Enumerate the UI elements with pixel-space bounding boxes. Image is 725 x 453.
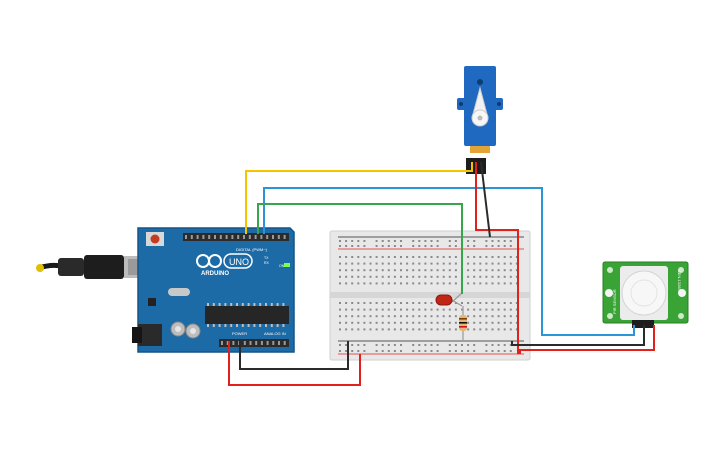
logo-text: ARDUINO — [201, 271, 229, 277]
pir-sensor: PIR SENSOR SEN-13285 — [602, 261, 689, 328]
wire-servo-power — [475, 162, 519, 354]
digital-header — [183, 233, 289, 241]
pir-right-label: SEN-13285 — [677, 270, 682, 291]
pir-lens — [621, 270, 667, 316]
power-analog-header — [219, 339, 289, 347]
pir-header — [632, 320, 654, 328]
wire-servo-signal — [245, 162, 473, 234]
on-label: ON — [279, 264, 285, 268]
regulator — [148, 298, 156, 306]
atmega-chip — [205, 306, 289, 324]
wire-led — [257, 203, 463, 294]
power-label: POWER — [232, 331, 247, 336]
rx-label: RX — [264, 261, 270, 265]
servo-motor — [457, 66, 503, 174]
tx-label: TX — [264, 256, 269, 260]
digital-label: DIGITAL (PWM~) — [236, 247, 268, 252]
wire-5v — [228, 341, 361, 386]
dc-jack — [138, 324, 162, 346]
servo-cable-sleeve — [470, 146, 490, 153]
arduino-uno-board: ARDUINO UNO DIGITAL (PWM~) TX RX ON POWE… — [132, 227, 295, 353]
wire-pir-power — [519, 325, 655, 354]
model-text: UNO — [229, 257, 249, 267]
crystal — [168, 288, 190, 296]
analog-label: ANALOG IN — [264, 331, 286, 336]
pir-left-label: PIR SENSOR — [612, 289, 617, 314]
red-led — [435, 292, 463, 307]
wire-gnd — [239, 341, 349, 370]
servo-horn[interactable] — [471, 86, 489, 127]
center-channel — [330, 292, 530, 298]
resistor — [459, 306, 467, 340]
wire-pir-ground — [511, 325, 645, 346]
wire-servo-ground — [480, 161, 491, 238]
arduino-logo: ARDUINO UNO — [196, 253, 253, 277]
wires — [228, 161, 655, 386]
breadboard — [329, 230, 531, 361]
power-led — [284, 263, 290, 267]
wire-pir-signal — [263, 187, 635, 336]
